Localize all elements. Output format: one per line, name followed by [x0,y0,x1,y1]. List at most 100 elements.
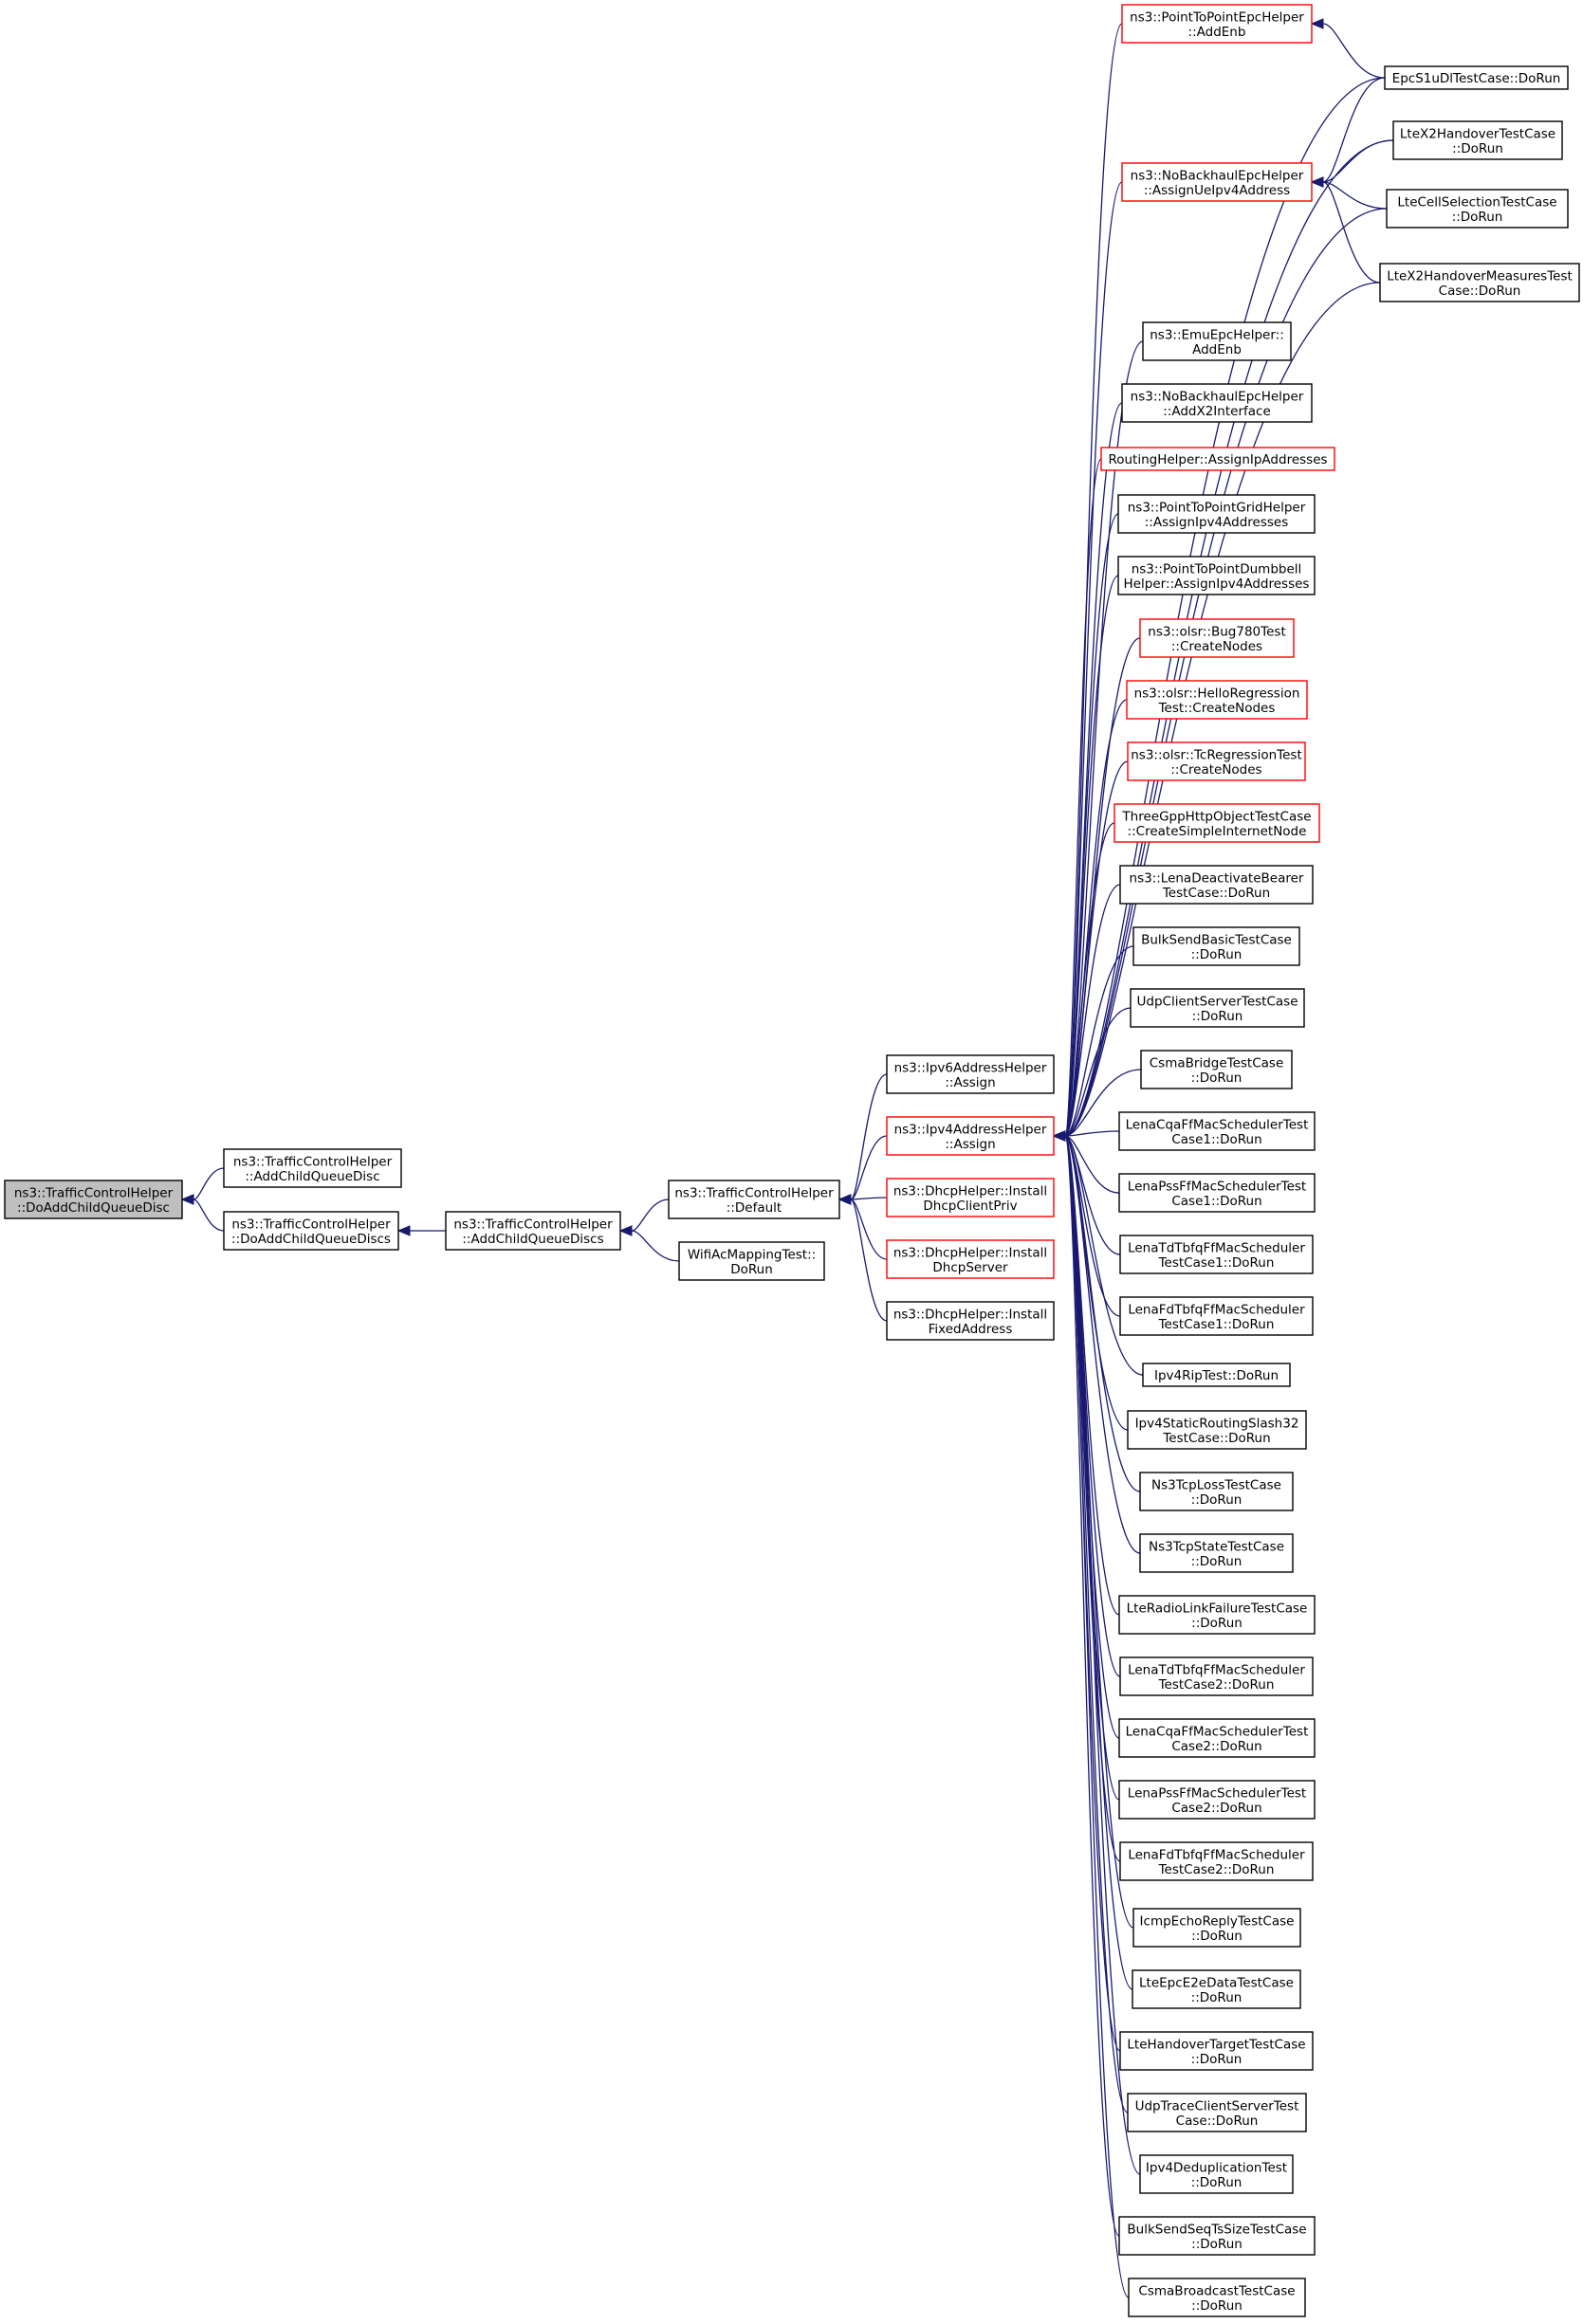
call-edge-dhcp-client-to-default [850,1197,888,1200]
node-label-line: ThreeGppHttpObjectTestCase [1121,809,1311,824]
node-label-line: ::DoAddChildQueueDiscs [231,1232,391,1247]
graph-node-no-backhaul-assign-ue[interactable]: ns3::NoBackhaulEpcHelper::AssignUeIpv4Ad… [1121,162,1313,202]
node-label-line: Case2::DoRun [1171,1739,1261,1754]
node-box [1139,618,1295,658]
node-box [4,1180,183,1219]
node-label-line: ::CreateNodes [1170,762,1261,778]
call-edge-lena-pss1-to-ipv4-assign [1064,1135,1120,1194]
graph-node-add-child-queue-discs[interactable]: ns3::TrafficControlHelper::AddChildQueue… [445,1211,621,1251]
node-label-line: ::AssignUeIpv4Address [1144,183,1290,198]
node-box [1119,1656,1314,1696]
node-label-line: ::Assign [945,1075,995,1090]
graph-node-routing-helper-assign[interactable]: RoutingHelper::AssignIpAddresses [1100,447,1335,471]
graph-node-lte-cell-selection[interactable]: LteCellSelectionTestCase::DoRun [1386,189,1569,229]
node-box [1127,2093,1307,2132]
call-edge-udp-client-server-to-ipv4-assign [1064,1007,1132,1137]
node-label-line: UdpClientServerTestCase [1137,994,1298,1009]
graph-node-add-child-queue-disc[interactable]: ns3::TrafficControlHelper::AddChildQueue… [223,1148,402,1188]
call-edge-dhcp-fixed-to-default [850,1199,888,1322]
node-box [1118,2216,1316,2256]
node-label-line: ::DoRun [1191,2052,1242,2067]
graph-node-csma-broadcast[interactable]: CsmaBroadcastTestCase::DoRun [1128,2278,1306,2317]
node-label-line: ns3::olsr::HelloRegression [1134,686,1300,701]
graph-node-ipv4-dedup[interactable]: Ipv4DeduplicationTest::DoRun [1139,2154,1294,2194]
node-box [1121,383,1313,423]
graph-node-bulk-send-basic[interactable]: BulkSendBasicTestCase::DoRun [1132,926,1300,966]
graph-node-do-add-child-queue-discs[interactable]: ns3::TrafficControlHelper::DoAddChildQue… [223,1211,399,1251]
graph-node-no-backhaul-add-x2[interactable]: ns3::NoBackhaulEpcHelper::AddX2Interface [1121,383,1313,423]
call-edge-lte-x2-handover-to-no-backhaul-assign-ue [1322,139,1394,183]
graph-node-icmp-echo-reply[interactable]: IcmpEchoReplyTestCase::DoRun [1132,1908,1301,1948]
node-label-line: ns3::EmuEpcHelper:: [1150,327,1284,342]
node-label-line: ::Assign [945,1137,995,1152]
node-label-line: ::AddChildQueueDisc [245,1169,379,1184]
call-edge-add-child-queue-disc-to-root [193,1167,225,1200]
node-box [1118,1595,1316,1635]
call-edge-routing-helper-assign-to-ipv4-assign [1064,458,1102,1137]
node-box [886,1116,1055,1156]
node-label-line: ::CreateNodes [1171,639,1262,654]
node-label-line: ::AddX2Interface [1163,404,1271,419]
node-box [1117,556,1316,595]
graph-node-p2p-epc-add-enb[interactable]: ns3::PointToPointEpcHelper::AddEnb [1121,4,1313,44]
node-box [1379,263,1580,302]
graph-node-olsr-tc[interactable]: ns3::olsr::TcRegressionTest::CreateNodes [1127,741,1306,781]
node-label-line: ns3::TrafficControlHelper [14,1185,174,1200]
arrowhead-icon [618,1225,633,1236]
graph-node-udp-client-server[interactable]: UdpClientServerTestCase::DoRun [1130,988,1305,1028]
graph-node-p2p-grid-assign[interactable]: ns3::PointToPointGridHelper::AssignIpv4A… [1117,494,1316,534]
graph-node-ns3-tcp-loss[interactable]: Ns3TcpLossTestCase::DoRun [1139,1472,1294,1511]
graph-node-ns3-tcp-state[interactable]: Ns3TcpStateTestCase::DoRun [1139,1533,1294,1573]
call-edge-lte-cell-selection-to-ipv4-assign [1064,208,1388,1137]
graph-node-p2p-dumbbell-assign[interactable]: ns3::PointToPointDumbbellHelper::AssignI… [1117,556,1316,595]
node-box [1386,189,1569,229]
graph-node-three-gpp-http[interactable]: ThreeGppHttpObjectTestCase::CreateSimple… [1114,803,1320,843]
call-edge-ipv4-dedup-to-ipv4-assign [1064,1135,1141,2175]
call-edge-no-backhaul-assign-ue-to-ipv4-assign [1064,181,1123,1137]
graph-node-olsr-hello[interactable]: ns3::olsr::HelloRegressionTest::CreateNo… [1126,680,1308,720]
graph-node-bulk-send-seq-ts[interactable]: BulkSendSeqTsSizeTestCase::DoRun [1118,2216,1316,2256]
graph-node-lte-handover-target[interactable]: LteHandoverTargetTestCase::DoRun [1119,2031,1314,2071]
graph-node-ipv4-assign[interactable]: ns3::Ipv4AddressHelper::Assign [886,1116,1055,1156]
node-box [445,1211,621,1251]
node-label-line: ::DoRun [1192,1009,1243,1024]
node-label-line: ns3::PointToPointGridHelper [1128,500,1306,515]
node-box [1142,1363,1291,1387]
graph-node-csma-bridge[interactable]: CsmaBridgeTestCase::DoRun [1140,1050,1293,1089]
graph-node-wifi-ac-mapping[interactable]: WifiAcMappingTest::DoRun [678,1241,825,1281]
graph-node-epc-s1u-dl[interactable]: EpcS1uDlTestCase::DoRun [1384,65,1569,90]
graph-node-lte-epc-e2e-data[interactable]: LteEpcE2eDataTestCase::DoRun [1132,1969,1301,2009]
node-label-line: ::AddChildQueueDiscs [462,1232,603,1247]
graph-node-lte-rlf[interactable]: LteRadioLinkFailureTestCase::DoRun [1118,1595,1316,1635]
node-box [1130,988,1305,1028]
node-box [223,1211,399,1251]
node-label-line: ::DoRun [1191,2175,1242,2190]
graph-node-olsr-bug780[interactable]: ns3::olsr::Bug780Test::CreateNodes [1139,618,1295,658]
graph-node-ipv4-rip[interactable]: Ipv4RipTest::DoRun [1142,1363,1291,1387]
node-box [1128,2278,1306,2317]
graph-node-default[interactable]: ns3::TrafficControlHelper::Default [668,1180,840,1219]
node-label-line: ::DoRun [1452,141,1503,156]
graph-node-ipv6-assign[interactable]: ns3::Ipv6AddressHelper::Assign [886,1054,1055,1094]
graph-node-emu-epc-add-enb[interactable]: ns3::EmuEpcHelper::AddEnb [1142,321,1292,361]
call-edge-lte-x2-handover-measures-to-no-backhaul-assign-ue [1322,181,1381,284]
call-edge-ipv4-assign-to-default [850,1135,888,1200]
node-box [1126,680,1308,720]
graph-node-lte-x2-handover[interactable]: LteX2HandoverTestCase::DoRun [1392,120,1563,160]
node-box [668,1180,840,1219]
